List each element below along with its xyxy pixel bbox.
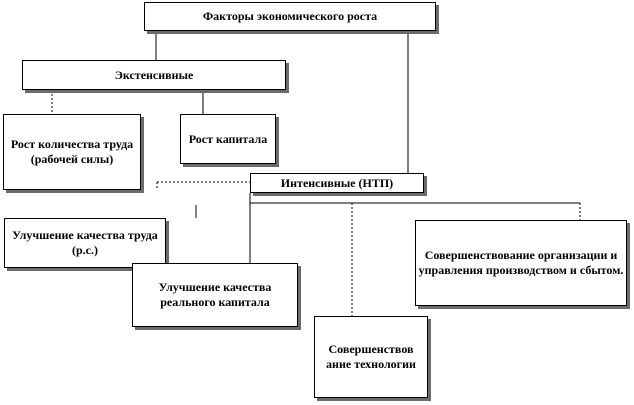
root-node: Факторы экономического роста: [144, 2, 436, 31]
extensive-node: Экстенсивные: [22, 60, 286, 90]
real-capital-quality-node: Улучшение качества реального капитала: [132, 263, 298, 327]
capital-growth-node: Рост капитала: [180, 114, 276, 164]
labor-quantity-node: Рост количества труда (рабочей силы): [3, 114, 141, 190]
technology-node: Совершенствов ание технологии: [314, 316, 428, 398]
management-node: Совершенствование организации и управлен…: [415, 220, 627, 306]
intensive-node: Интенсивные (НТП): [250, 173, 424, 193]
labor-quality-node: Улучшение качества труда (р.с.): [4, 218, 166, 268]
